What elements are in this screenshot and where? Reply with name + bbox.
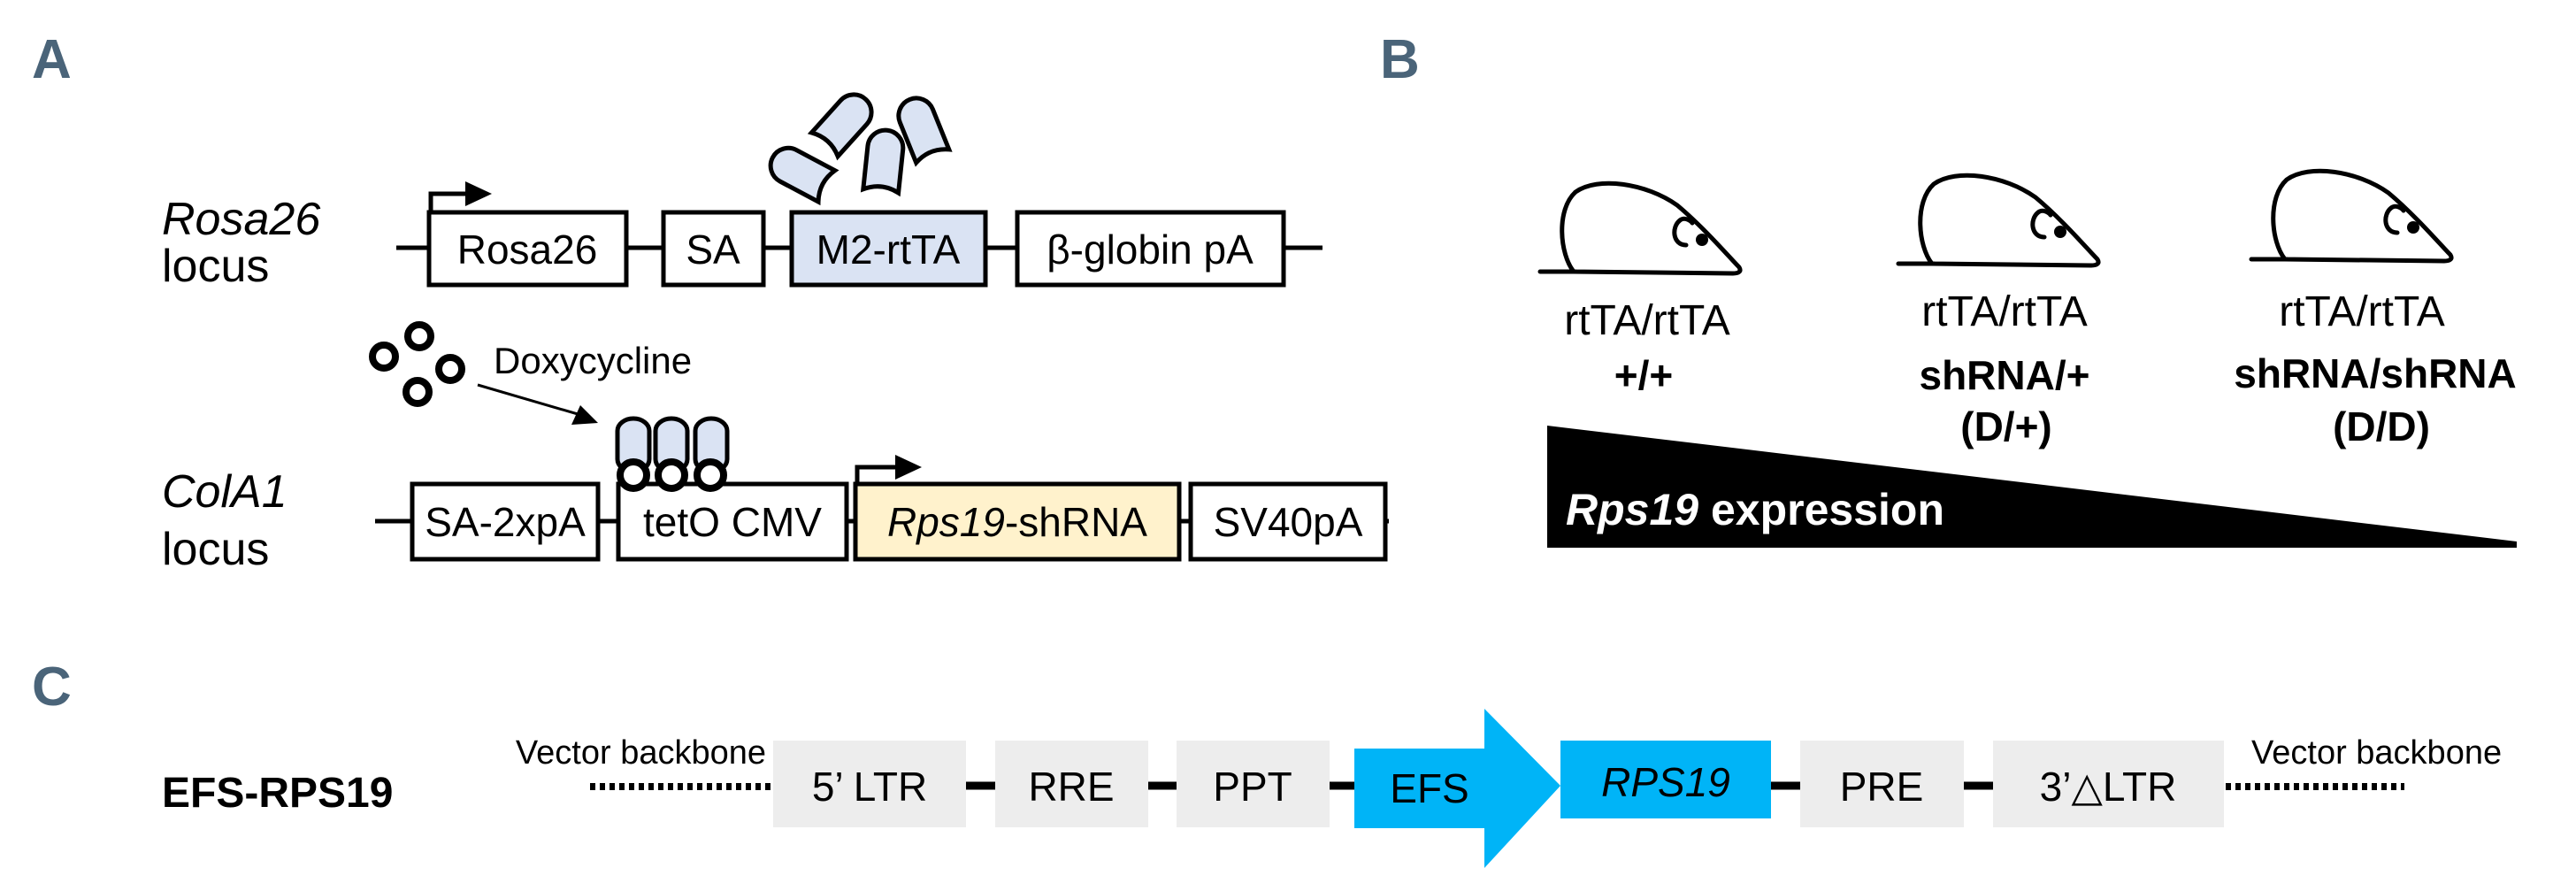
construct-name: EFS-RPS19 [162,770,393,817]
rps19-shrna-label-italic: Rps19 [887,499,1005,545]
mouse-icon [2249,168,2454,264]
rosa26-locus-name: Rosa26 [162,194,320,245]
rosa26-locus: Rosa26 locus Rosa26 SA M2-rtTA β-globin … [162,92,1322,292]
m2-rtta-box [789,210,988,288]
mouse-heterozygous: rtTA/rtTA shRNA/+ (D/+) [1896,173,2101,449]
mouse-2-genotype-shrna: shRNA/+ [1920,352,2090,398]
rps19-shrna-label-rest: -shRNA [1005,499,1147,545]
element-5-ltr: 5’ LTR [773,741,966,827]
mouse-icon [1896,173,2101,268]
sv40pa-label: SV40pA [1214,499,1363,545]
panel-b: B rtTA/rtTA +/+ rtTA/rtTA shRNA/+ (D/+) [1380,29,2517,548]
sv40pa-box [1188,481,1388,562]
promoter-arrow-icon [855,455,922,484]
element-rre: RRE [995,741,1148,827]
element-ppt: PPT [1177,741,1330,827]
cola1-locus-name: ColA1 [162,466,288,518]
panel-label-c: C [32,657,72,718]
mouse-1-genotype-rtta: rtTA/rtTA [1564,297,1730,344]
panel-label-b: B [1380,29,1420,90]
rps19-shrna-label: Rps19-shRNA [887,499,1147,545]
cola1-locus-word: locus [162,524,269,575]
m2-rtta-label: M2-rtTA [816,227,961,273]
element-rps19-label: RPS19 [1601,759,1730,805]
beta-globin-pa-label: β-globin pA [1046,227,1254,273]
vector-backbone-left-label: Vector backbone [516,734,766,772]
promoter-arrow-icon [428,181,492,212]
sa-box [661,210,766,288]
element-rps19: RPS19 [1560,741,1771,818]
expression-label: Rps19 expression [1566,485,1944,534]
rosa26-locus-word: locus [162,241,269,292]
panel-a: A Rosa26 locus Rosa26 SA M2-rtTA β-globi… [32,29,1389,575]
rtta-protein-icon [768,92,953,206]
vector-backbone-right-label: Vector backbone [2251,734,2502,772]
rps19-shrna-box [853,481,1182,562]
expression-label-rest: expression [1698,485,1944,534]
element-3-delta-ltr-label: 3’△LTR [2040,764,2177,810]
mouse-3-genotype-rtta: rtTA/rtTA [2279,288,2445,335]
mouse-3-genotype-shrna: shRNA/shRNA [2234,350,2516,396]
rosa26-promoter-box [426,210,629,288]
doxycycline-molecules-icon [369,321,465,407]
teto-cmv-label: tetO CMV [643,499,822,545]
mouse-wild-type: rtTA/rtTA +/+ [1537,181,1743,398]
mouse-homozygous: rtTA/rtTA shRNA/shRNA (D/D) [2234,168,2517,449]
element-pre-label: PRE [1840,764,1924,810]
expression-label-gene: Rps19 [1566,485,1698,534]
rosa26-promoter-label: Rosa26 [457,227,598,273]
cola1-locus: ColA1 locus SA-2xpA tetO CMV Rps19-shRNA… [162,416,1389,575]
sa-2xpa-label: SA-2xpA [425,499,586,545]
mouse-icon [1537,181,1743,276]
teto-cmv-box [616,481,849,562]
expression-gradient: Rps19 expression [1547,426,2517,548]
element-rre-label: RRE [1028,764,1114,810]
mouse-1-genotype-shrna: +/+ [1614,352,1674,398]
doxycycline-label: Doxycycline [494,340,692,381]
element-ppt-label: PPT [1213,764,1292,810]
doxycycline: Doxycycline [369,321,692,425]
panel-label-a: A [32,29,72,90]
beta-globin-pa-box [1015,210,1286,288]
expression-triangle [1547,426,2517,548]
mouse-3-genotype-short: (D/D) [2333,403,2430,449]
element-5-ltr-label: 5’ LTR [812,764,927,810]
sa-label: SA [686,227,740,273]
doxycycline-arrow-icon [477,383,598,425]
mouse-2-genotype-short: (D/+) [1960,403,2052,449]
bound-rtta-icon [615,416,730,492]
element-3-delta-ltr: 3’△LTR [1993,741,2224,827]
element-efs-label: EFS [1390,765,1468,811]
panel-c: C EFS-RPS19 Vector backbone Vector backb… [32,657,2502,868]
element-efs-promoter: EFS [1354,709,1560,868]
element-pre: PRE [1800,741,1964,827]
sa-2xpa-box [410,481,601,562]
mouse-2-genotype-rtta: rtTA/rtTA [1921,288,2088,335]
efs-arrow-icon [1354,709,1560,868]
